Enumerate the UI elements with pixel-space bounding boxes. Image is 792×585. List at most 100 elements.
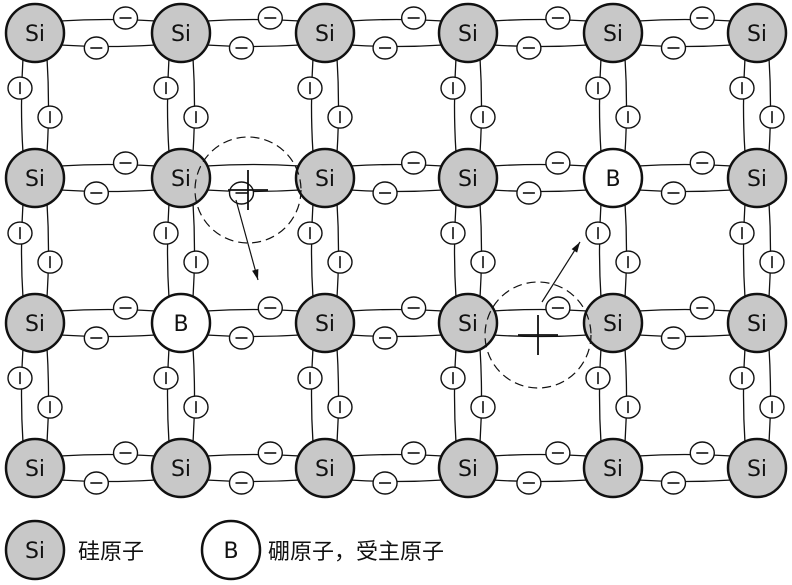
- silicon-atom: Si: [294, 292, 356, 354]
- silicon-atom: Si: [726, 2, 788, 64]
- hole-marker: [194, 136, 302, 281]
- silicon-atom: Si: [437, 437, 499, 499]
- electron-marker: [759, 105, 785, 129]
- bond-line: [492, 18, 589, 22]
- electron-marker: [112, 441, 139, 465]
- electron-marker: [37, 250, 63, 274]
- atom-label: Si: [171, 167, 191, 192]
- atom-label: Si: [603, 312, 623, 337]
- bond-line: [59, 163, 157, 167]
- legend-si-symbol: Si: [4, 519, 66, 581]
- boron-atom: B: [150, 292, 212, 354]
- bond-line: [598, 202, 602, 299]
- electron-marker: [470, 250, 496, 274]
- atom-label: Si: [315, 22, 335, 47]
- silicon-atom: Si: [582, 437, 644, 499]
- bond-line: [310, 57, 314, 154]
- electron-marker: [228, 326, 255, 350]
- silicon-atom: Si: [4, 292, 66, 354]
- atom-label: Si: [747, 457, 767, 482]
- electron-marker: [516, 181, 542, 205]
- electron-marker: [183, 250, 209, 274]
- electron-marker: [372, 36, 398, 60]
- electron-marker: [516, 471, 542, 495]
- electron-marker: [545, 296, 571, 320]
- bond-line: [492, 453, 589, 457]
- bond-line: [166, 347, 170, 444]
- bond-line: [20, 57, 24, 154]
- electron-marker: [400, 6, 427, 30]
- legend-b-symbol: B: [200, 519, 262, 581]
- electron-marker: [585, 76, 611, 100]
- electron-marker: [400, 151, 427, 175]
- bond-line: [20, 202, 24, 299]
- bond-line: [349, 18, 444, 22]
- bond-line: [349, 163, 444, 167]
- electron-marker: [585, 366, 611, 390]
- electron-marker: [660, 36, 687, 60]
- atom-label: Si: [603, 457, 623, 482]
- atom-label: Si: [747, 167, 767, 192]
- silicon-atom: Si: [582, 292, 644, 354]
- boron-atom: B: [582, 147, 644, 209]
- electron-marker: [7, 221, 33, 245]
- bond-line: [349, 308, 444, 312]
- electron-marker: [153, 76, 179, 100]
- bond-line: [598, 57, 602, 154]
- atom-label: Si: [25, 167, 45, 192]
- electron-marker: [327, 395, 353, 419]
- electron-marker: [83, 36, 110, 60]
- electron-marker: [112, 296, 139, 320]
- bond-line: [20, 347, 24, 444]
- electron-marker: [112, 151, 139, 175]
- atom-label: Si: [747, 22, 767, 47]
- bond-line: [637, 453, 733, 457]
- electron-marker: [689, 441, 715, 465]
- atom-label: Si: [25, 22, 45, 47]
- silicon-atom: Si: [726, 437, 788, 499]
- electron-marker: [83, 326, 110, 350]
- electron-marker: [729, 221, 755, 245]
- bond-line: [453, 347, 457, 444]
- electron-marker: [153, 221, 179, 245]
- electron-marker: [183, 105, 209, 129]
- electron-marker: [729, 76, 755, 100]
- bond-line: [492, 163, 589, 167]
- electron-marker: [545, 441, 571, 465]
- electron-marker: [153, 366, 179, 390]
- electron-marker: [516, 36, 542, 60]
- electron-marker: [660, 181, 687, 205]
- bond-line: [166, 57, 170, 154]
- bond-line: [742, 57, 746, 154]
- silicon-atom: Si: [150, 147, 212, 209]
- bonding-electrons: [7, 6, 785, 495]
- bond-line: [637, 163, 733, 167]
- atom-label: Si: [25, 457, 45, 482]
- electron-marker: [545, 6, 571, 30]
- bond-line: [310, 347, 314, 444]
- bond-line: [349, 453, 444, 457]
- silicon-atom: Si: [726, 147, 788, 209]
- bond-lines: [20, 18, 772, 483]
- atom-label: Si: [458, 457, 478, 482]
- bond-line: [59, 308, 157, 312]
- electron-marker: [615, 105, 641, 129]
- electron-marker: [83, 181, 110, 205]
- electron-marker: [112, 6, 139, 30]
- electron-marker: [37, 105, 63, 129]
- bond-line: [310, 202, 314, 299]
- bond-line: [205, 18, 301, 22]
- silicon-atom: Si: [294, 2, 356, 64]
- electron-marker: [257, 296, 283, 320]
- electron-marker: [327, 250, 353, 274]
- electron-marker: [372, 471, 398, 495]
- silicon-atom: Si: [437, 2, 499, 64]
- bond-line: [59, 453, 157, 457]
- atom-label: Si: [747, 312, 767, 337]
- electron-marker: [440, 366, 466, 390]
- silicon-atom: Si: [150, 437, 212, 499]
- silicon-atom: Si: [437, 292, 499, 354]
- atom-label: Si: [171, 457, 191, 482]
- legend-b-label: 硼原子，受主原子: [268, 540, 445, 565]
